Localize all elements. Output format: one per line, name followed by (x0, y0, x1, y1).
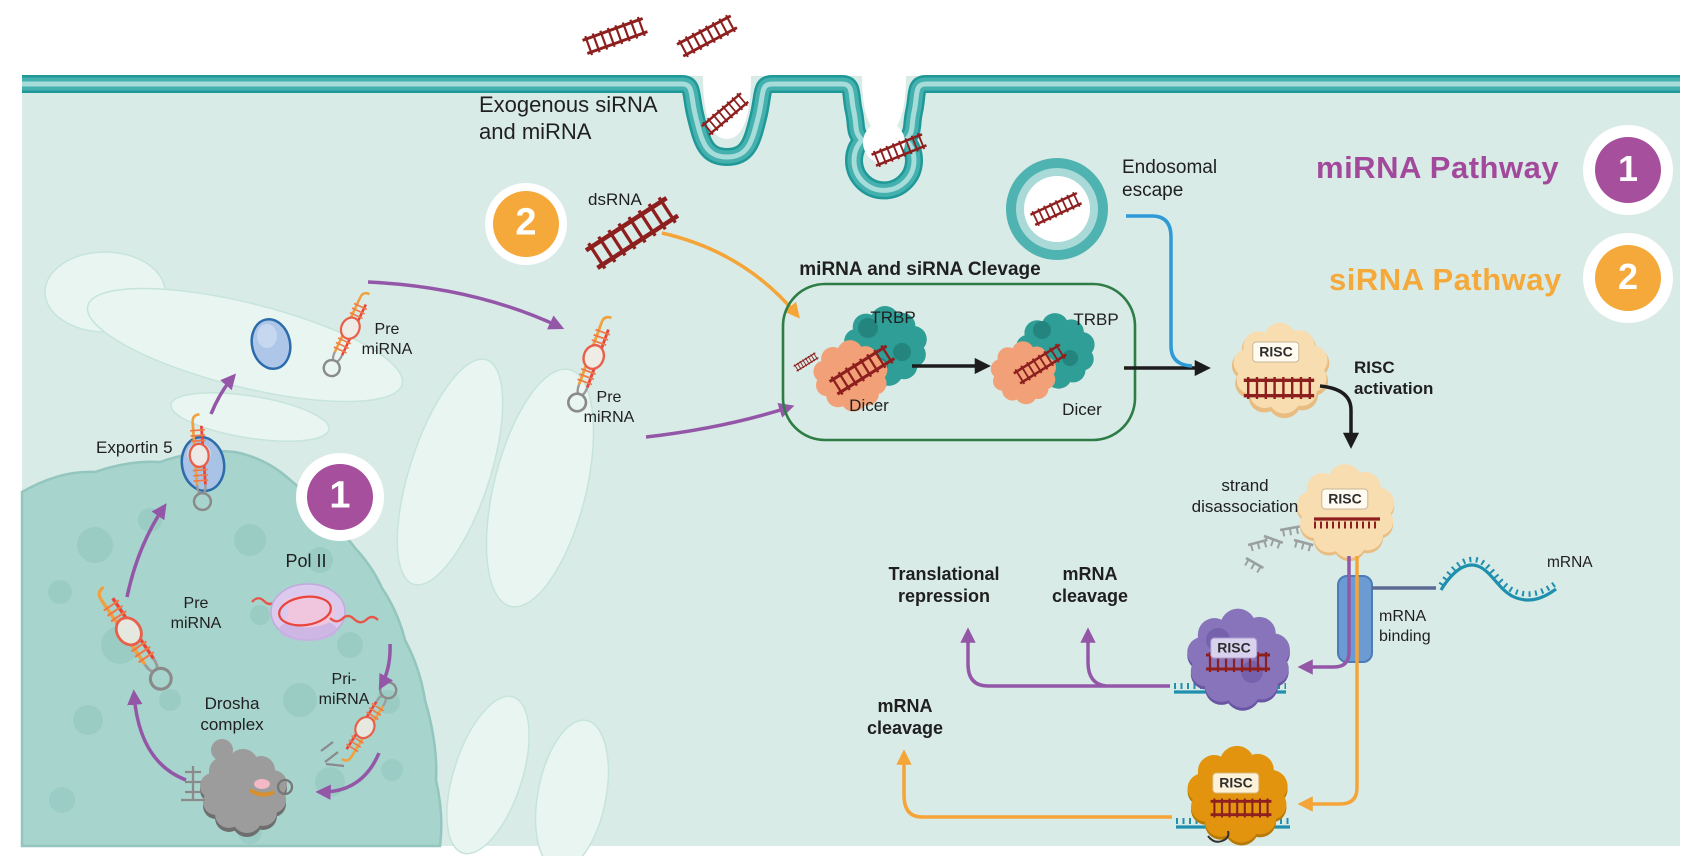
cleavage-box-title: miRNA and siRNA Clevage (799, 259, 1041, 280)
sirna-risc-route (1297, 556, 1359, 812)
legend-badge-2 (1583, 233, 1673, 323)
mrna-binding-label: mRNA binding (1379, 608, 1431, 645)
mrna-label: mRNA (1547, 554, 1593, 571)
mrna-binding-channel (1337, 575, 1373, 663)
mirna-pathway-arrows (125, 280, 795, 800)
plasma-membrane (22, 75, 1680, 200)
endosomal-escape-label: Endosomal escape (1122, 157, 1218, 202)
pri-mirna-label: Pri- miRNA (318, 671, 370, 708)
translational-repression-label: Translational repression (888, 564, 1000, 606)
risc-tag-mirna: RISC (1210, 637, 1258, 659)
mrna-cleavage-label-mirna: mRNA cleavage (1051, 564, 1129, 606)
dicer-label-1: Dicer (849, 396, 889, 415)
risc-tag-sirna: RISC (1212, 772, 1260, 794)
pol2-complex (251, 583, 379, 641)
sirna-to-dicer-arrow (661, 231, 800, 319)
sirna-fragment (674, 11, 740, 61)
trbp-label-1: TRBP (870, 308, 916, 327)
exportin5-label: Exportin 5 (96, 438, 173, 457)
pol2-label: Pol II (285, 551, 327, 571)
endosome (1006, 158, 1108, 260)
risc-tag-activated: RISC (1321, 488, 1369, 510)
legend-badge-1-number: 1 (1617, 148, 1639, 190)
mirna-risc-route (1297, 556, 1351, 675)
dsrna-label: dsRNA (588, 190, 642, 209)
legend-sirna-pathway: siRNA Pathway (1329, 262, 1562, 297)
legend-badge-2-number: 2 (1617, 256, 1639, 298)
legend-badge-1 (1583, 125, 1673, 215)
risc-activation-arrow (1319, 384, 1360, 449)
dicer-trbp-complex-2 (990, 313, 1095, 405)
step-badge-2 (485, 183, 567, 265)
mrna-strand (1438, 556, 1558, 602)
organelles (44, 251, 610, 856)
legend-mirna-pathway: miRNA Pathway (1316, 150, 1560, 185)
step-badge-1 (296, 453, 384, 541)
exogenous-label: Exogenous siRNA and miRNA (479, 92, 658, 144)
sirna-fragment (580, 14, 650, 58)
pre-mirna-label-1: Pre miRNA (361, 321, 413, 358)
nucleus (20, 449, 443, 848)
mrna-cleavage-label-sirna: mRNA cleavage (866, 696, 944, 738)
pri-mirna-flank (320, 741, 345, 768)
dicer-label-2: Dicer (1062, 400, 1102, 419)
risc-tag-loaded: RISC (1252, 341, 1300, 363)
risc-sirna-on-mrna (1176, 745, 1290, 846)
risc-activated (1296, 464, 1395, 562)
trbp-label-2: TRBP (1073, 310, 1119, 329)
cleavage-box (781, 282, 1137, 442)
sirna-outcome-arrow (896, 749, 1172, 819)
pre-mirna-label-2: Pre miRNA (583, 389, 635, 426)
mirna-outcome-arrows (960, 627, 1170, 688)
transport-vesicle (250, 317, 292, 371)
step-badge-1-number: 1 (329, 474, 351, 517)
endosomal-escape-line (1126, 214, 1193, 368)
risc-activation-label: RISC activation (1354, 358, 1434, 398)
step-badge-2-number: 2 (515, 201, 537, 244)
drosha-complex-label: Drosha complex (200, 694, 264, 734)
pre-mirna-label-nucleus: Pre miRNA (170, 595, 222, 632)
drosha-complex-shape (181, 739, 294, 837)
strand-disassociation-label: strand disassociation (1191, 476, 1299, 516)
dicer-trbp-complex-1 (792, 306, 927, 412)
